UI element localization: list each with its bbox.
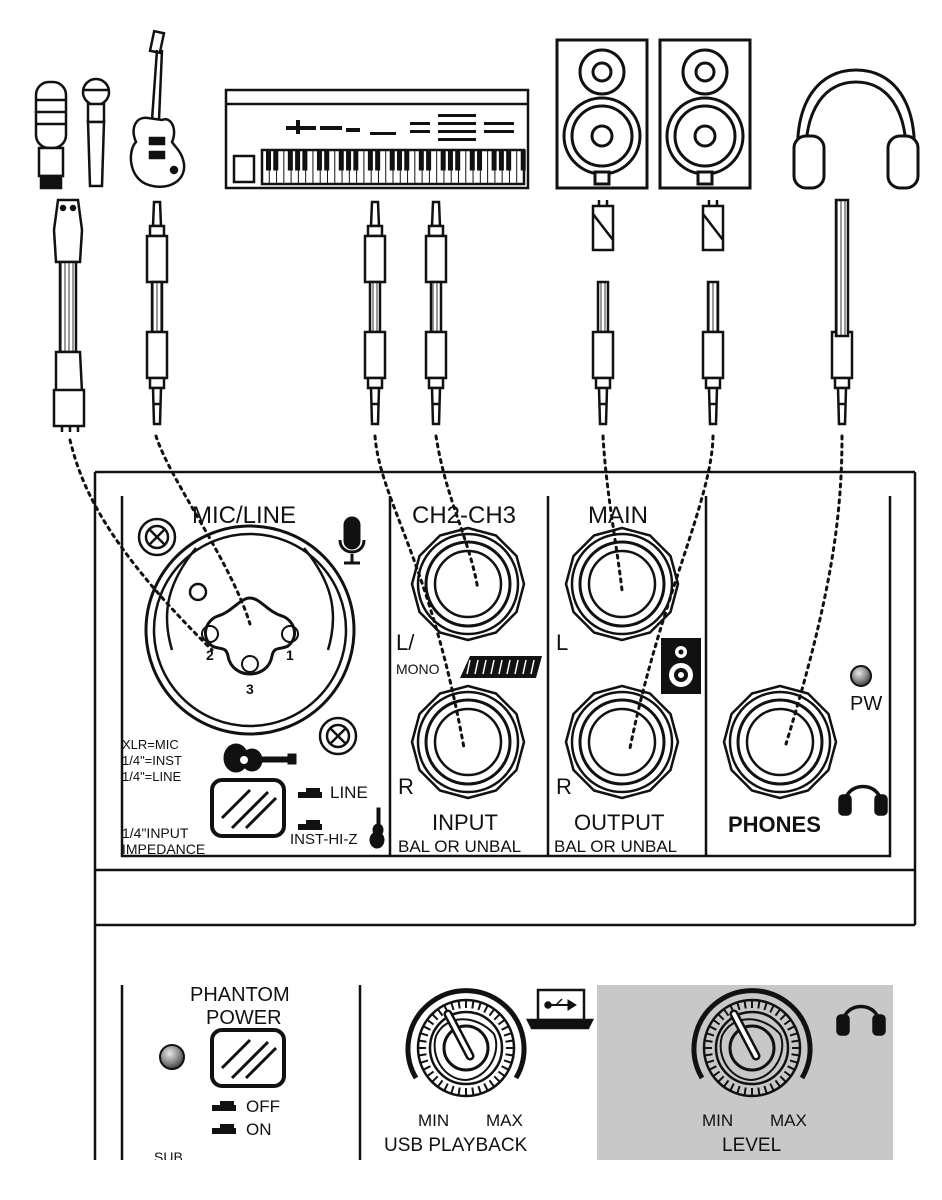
laptop-usb-icon xyxy=(525,988,595,1030)
xlr-cable xyxy=(52,198,86,432)
level-min-label: MIN xyxy=(702,1111,734,1130)
phones-label: PHONES xyxy=(728,812,821,837)
power-led xyxy=(850,665,872,687)
phantom-power-switch[interactable] xyxy=(210,1028,286,1088)
headphone-cable xyxy=(834,198,850,338)
input-sub-label: BAL OR UNBAL xyxy=(398,837,522,856)
inst-label: 1/4"=INST xyxy=(122,753,182,768)
speaker-icon xyxy=(661,638,701,694)
keyboard-instrument-icon xyxy=(224,88,530,190)
headphones-device-icon xyxy=(792,68,920,190)
output-label: OUTPUT xyxy=(574,810,665,835)
xlr-mic-label: XLR=MIC xyxy=(122,737,179,752)
phantom-label-1: PHANTOM xyxy=(190,984,290,1006)
pin-1-label: 1 xyxy=(286,647,294,663)
impedance-label-1: 1/4"INPUT xyxy=(122,825,189,841)
combo-input-jack[interactable] xyxy=(144,524,356,736)
mic-line-label: MIC/LINE xyxy=(192,502,297,529)
jack-cables xyxy=(145,200,854,426)
pin-2-label: 2 xyxy=(206,647,214,663)
phantom-label-2: POWER xyxy=(206,1007,282,1029)
phantom-off-label: OFF xyxy=(246,1097,280,1116)
main-r-label: R xyxy=(556,774,572,799)
output-sub-label: BAL OR UNBAL xyxy=(554,837,678,856)
usb-playback-label: USB PLAYBACK xyxy=(384,1135,528,1156)
level-max-label: MAX xyxy=(770,1111,807,1130)
keyboard-icon xyxy=(460,656,542,678)
phantom-led xyxy=(159,1044,185,1070)
guitar-icon xyxy=(369,807,385,849)
quarter-inch-jacks[interactable] xyxy=(410,526,838,800)
l-mono-label: L/ xyxy=(396,630,415,655)
switch-position-marks xyxy=(298,788,322,830)
microphone-icon xyxy=(338,516,366,565)
panel-screws xyxy=(137,517,358,756)
switch-inst-label: INST-HI-Z xyxy=(290,831,358,848)
switch-line-label: LINE xyxy=(330,783,368,802)
acoustic-guitar-icon xyxy=(223,743,297,773)
level-knob[interactable] xyxy=(691,988,813,1098)
keyboard-keys xyxy=(261,149,526,184)
connection-paths xyxy=(68,434,844,750)
dynamic-mic-icon xyxy=(81,77,111,188)
pin-3-label: 3 xyxy=(246,681,254,697)
keyboard-controls xyxy=(286,114,514,141)
level-label: LEVEL xyxy=(722,1135,782,1156)
usb-min-label: MIN xyxy=(418,1111,450,1130)
condenser-mic-icon xyxy=(34,80,68,190)
input-r-label: R xyxy=(398,774,414,799)
impedance-label-2: IMPEDANCE xyxy=(122,841,206,857)
ch2-ch3-label: CH2-CH3 xyxy=(412,502,517,529)
studio-monitor-right-icon xyxy=(658,38,752,190)
line-label: 1/4"=LINE xyxy=(122,769,182,784)
phantom-position-marks xyxy=(212,1101,236,1134)
studio-monitor-left-icon xyxy=(555,38,649,190)
panel-frame xyxy=(93,470,917,1160)
phantom-on-label: ON xyxy=(246,1120,272,1139)
electric-guitar-icon xyxy=(129,29,186,189)
cut-off-label: SUB xyxy=(154,1150,183,1160)
headphones-icon xyxy=(838,784,888,816)
impedance-switch[interactable] xyxy=(210,778,286,838)
pw-label: PW xyxy=(850,693,883,715)
usb-max-label: MAX xyxy=(486,1111,523,1130)
main-l-label: L xyxy=(556,630,569,655)
main-label: MAIN xyxy=(588,502,648,529)
usb-playback-knob[interactable] xyxy=(405,988,527,1098)
level-headphones-icon xyxy=(836,1004,886,1036)
mono-label: MONO xyxy=(396,661,440,677)
input-label: INPUT xyxy=(432,810,498,835)
